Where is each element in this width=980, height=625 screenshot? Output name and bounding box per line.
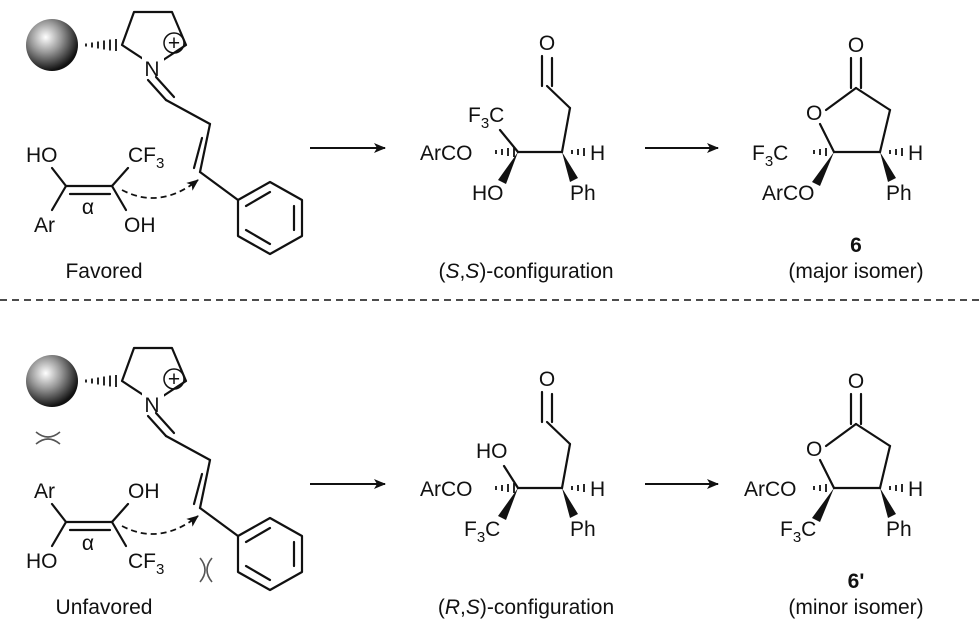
hashed-bond <box>85 375 117 387</box>
hydroxyl-label: HO <box>476 440 508 463</box>
carbonyl-oxygen: O <box>848 34 864 57</box>
wedge-bond <box>498 488 518 520</box>
nitrogen-atom: N <box>144 394 159 417</box>
bottom-scheme: + N Ar <box>26 346 924 619</box>
wedge-bond <box>812 152 834 186</box>
ring-oxygen: O <box>806 438 822 461</box>
trifluoromethyl-label: CF3 <box>128 550 164 578</box>
phenyl-label: Ph <box>570 182 596 205</box>
positive-charge: + <box>168 368 180 391</box>
phenyl-label: Ph <box>570 518 596 541</box>
phenyl-label: Ph <box>886 182 912 205</box>
wedge-bond <box>498 152 518 184</box>
compound-number: 6 <box>850 234 862 257</box>
hashed-bond <box>889 484 903 492</box>
steric-clash-icon <box>35 431 61 445</box>
steric-clash-icon <box>199 557 213 583</box>
carbonyl-oxygen: O <box>848 370 864 393</box>
hydroxyl-label: HO <box>472 182 504 205</box>
hydroxyl-label: HO <box>26 144 58 167</box>
oxygen-atom: O <box>539 32 555 55</box>
hydrogen-atom: H <box>590 478 605 501</box>
trifluoromethyl-label: F3C <box>780 518 816 546</box>
aroyloxy-label: ArCO <box>762 182 815 205</box>
ring-oxygen: O <box>806 102 822 125</box>
caption-unfavored: Unfavored <box>56 596 153 619</box>
hydrogen-atom: H <box>908 142 923 165</box>
trifluoromethyl-label: F3C <box>464 518 500 546</box>
alpha-label: α <box>82 196 94 219</box>
hashed-bond <box>889 148 903 156</box>
oxygen-atom: O <box>539 368 555 391</box>
phenyl-label: Ph <box>886 518 912 541</box>
hashed-bond <box>571 148 585 156</box>
configuration-label: (R,S)-configuration <box>438 596 614 619</box>
isomer-label: (minor isomer) <box>788 596 923 619</box>
enol-substrate-bottom: Ar OH HO CF3 α Unfavored <box>26 480 199 619</box>
hashed-bond <box>813 484 827 492</box>
wedge-bond <box>562 152 578 182</box>
hashed-bond <box>813 148 827 156</box>
attack-arrow <box>121 515 199 535</box>
positive-charge: + <box>168 32 180 55</box>
attack-arrow <box>121 179 199 199</box>
caption-favored: Favored <box>65 260 142 283</box>
aryl-label: Ar <box>34 214 55 237</box>
trifluoromethyl-label: F3C <box>752 142 788 170</box>
trifluoromethyl-label: F3C <box>468 104 504 132</box>
wedge-bond <box>880 488 896 518</box>
alpha-label: α <box>82 532 94 555</box>
lactone-product-6-prime: O O ArCO F3C H Ph 6 <box>744 370 924 619</box>
hashed-bond <box>571 484 585 492</box>
hashed-bond <box>495 147 515 157</box>
wedge-bond <box>812 488 834 522</box>
configuration-label: (S,S)-configuration <box>438 260 613 283</box>
solid-support-bead <box>26 19 78 71</box>
hydrogen-atom: H <box>908 478 923 501</box>
iminium-catalyst-bottom: + N <box>26 346 304 592</box>
compound-number: 6' <box>848 570 865 593</box>
aryl-label: Ar <box>34 480 55 503</box>
wedge-bond <box>562 488 578 518</box>
top-scheme: + N HO CF3 Ar <box>26 10 924 283</box>
lactone-product-6: O O F3C ArCO H <box>752 34 924 283</box>
isomer-label: (major isomer) <box>788 260 923 283</box>
nitrogen-atom: N <box>144 58 159 81</box>
hydroxyl-label: HO <box>26 550 58 573</box>
aroyloxy-label: ArCO <box>420 478 473 501</box>
hydrogen-atom: H <box>590 142 605 165</box>
aroyloxy-label: ArCO <box>420 142 473 165</box>
aldehyde-intermediate-top: O F3C ArCO HO <box>420 32 614 283</box>
hydroxyl-label: OH <box>124 214 156 237</box>
enol-substrate-top: HO CF3 Ar OH α Favored <box>26 144 199 283</box>
solid-support-bead <box>26 355 78 407</box>
hashed-bond <box>495 483 515 493</box>
trifluoromethyl-label: CF3 <box>128 144 164 172</box>
hydroxyl-label: OH <box>128 480 160 503</box>
aldehyde-intermediate-bottom: O HO ArCO F3C H Ph <box>420 368 614 619</box>
aroyloxy-label: ArCO <box>744 478 797 501</box>
wedge-bond <box>880 152 896 182</box>
iminium-catalyst-top: + N <box>26 10 304 256</box>
hashed-bond <box>85 39 117 51</box>
